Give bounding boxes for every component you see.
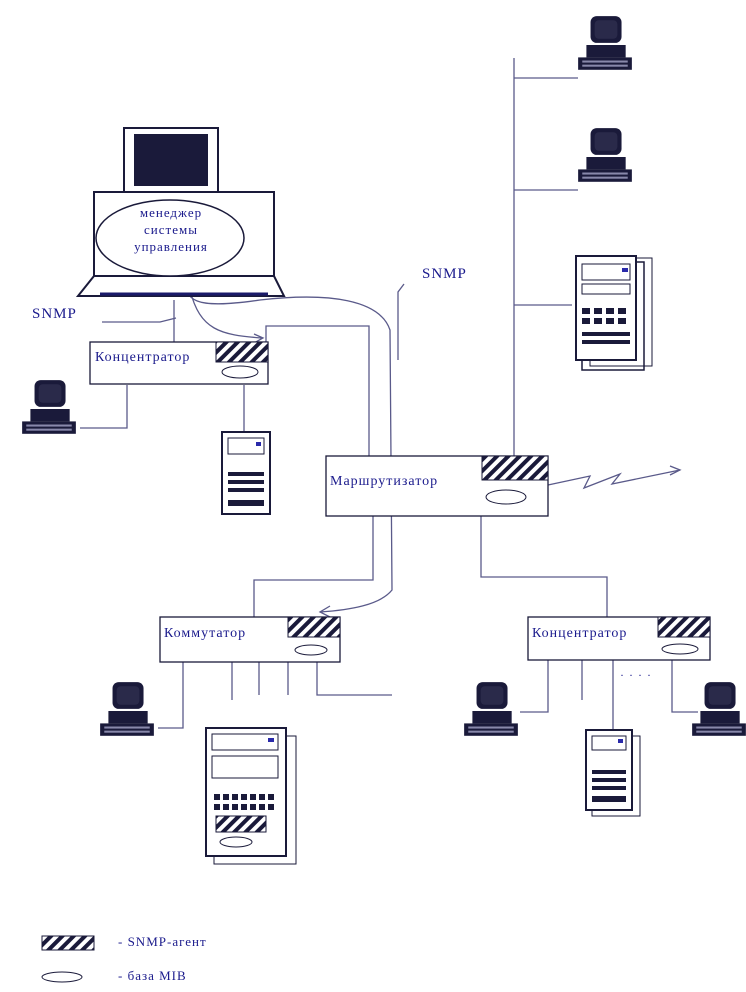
hub-right bbox=[527, 616, 711, 661]
manager-label: менеджер системы управления bbox=[96, 204, 246, 255]
snmp-agent-hatch bbox=[657, 616, 711, 638]
mib-ellipse bbox=[485, 489, 527, 505]
switch-label: Коммутатор bbox=[164, 626, 247, 641]
pc-icon bbox=[100, 682, 154, 736]
mib-ellipse bbox=[661, 643, 699, 655]
pc-icon bbox=[578, 128, 632, 182]
manager-line-1: менеджер bbox=[139, 205, 203, 220]
snmp-label-left: SNMP bbox=[32, 306, 77, 322]
hub-left-label: Концентратор bbox=[95, 350, 191, 365]
legend bbox=[41, 935, 95, 983]
pc-icon bbox=[578, 16, 632, 70]
more-ports-dots: · · · · bbox=[620, 668, 652, 682]
pc-icon bbox=[464, 682, 518, 736]
legend-agent-text: - SNMP-агент bbox=[118, 934, 207, 949]
manager-line-3: управления bbox=[134, 239, 208, 254]
mib-ellipse bbox=[294, 644, 328, 656]
legend-mib-text: - база MIB bbox=[118, 968, 187, 983]
server-bottom-center bbox=[205, 727, 297, 865]
legend-agent-swatch bbox=[41, 935, 95, 951]
server-left bbox=[221, 431, 271, 515]
router bbox=[325, 455, 549, 517]
hub-left bbox=[89, 341, 269, 385]
pc-icon bbox=[22, 380, 76, 434]
server-top-right bbox=[575, 255, 653, 371]
snmp-agent-hatch bbox=[481, 455, 549, 481]
manager-workstation bbox=[75, 127, 286, 297]
mib-ellipse bbox=[221, 365, 259, 379]
snmp-agent-hatch bbox=[287, 616, 341, 638]
mib-ellipse bbox=[219, 836, 253, 848]
legend-mib-swatch bbox=[41, 971, 83, 983]
pc-icon bbox=[692, 682, 746, 736]
snmp-agent-hatch bbox=[215, 341, 269, 363]
manager-line-2: системы bbox=[144, 222, 198, 237]
router-label: Маршрутизатор bbox=[330, 474, 439, 489]
hub-right-label: Концентратор bbox=[532, 626, 628, 641]
snmp-agent-hatch bbox=[215, 815, 267, 833]
connection-lines bbox=[80, 58, 698, 730]
server-bottom-right bbox=[585, 729, 641, 817]
switch bbox=[159, 616, 341, 663]
manager-ellipse bbox=[95, 199, 245, 277]
snmp-label-right: SNMP bbox=[422, 266, 467, 282]
